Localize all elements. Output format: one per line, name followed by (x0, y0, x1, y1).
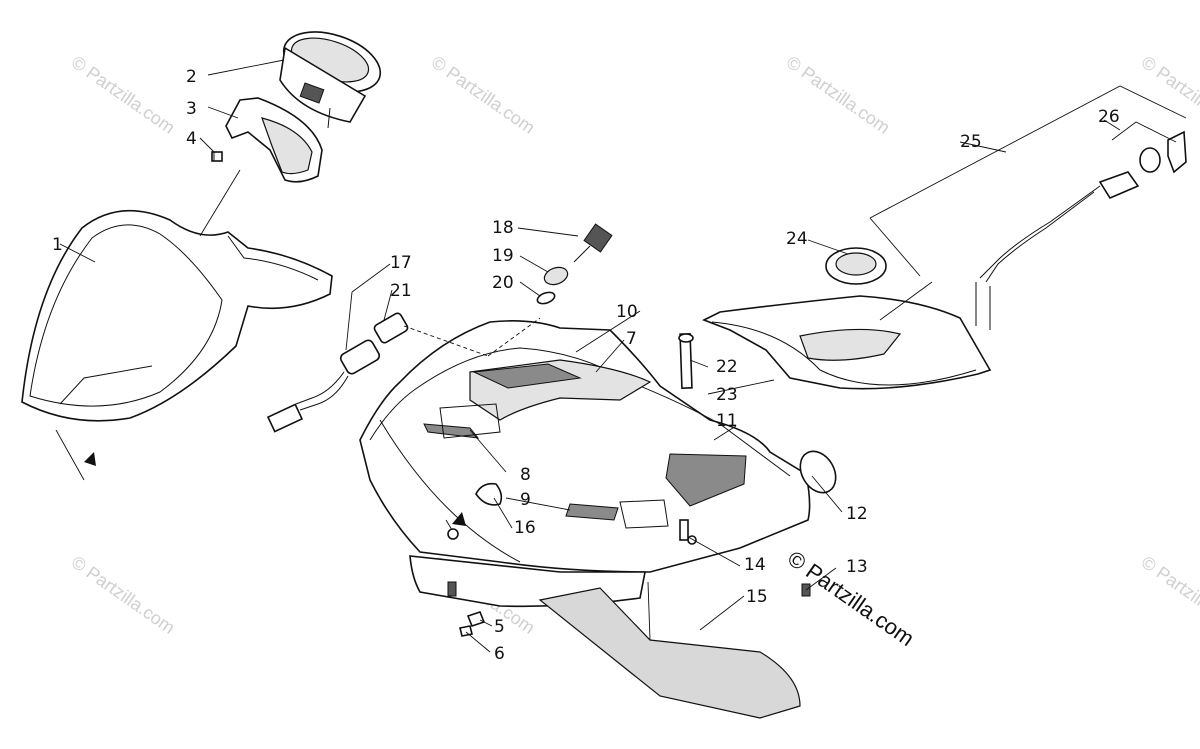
callout-12: 12 (846, 504, 868, 524)
callout-9: 9 (520, 490, 531, 510)
callout-10: 10 (616, 302, 638, 322)
callout-14: 14 (744, 555, 766, 575)
cable-kit-part (975, 130, 1187, 330)
callout-7: 7 (626, 329, 637, 349)
callout-11: 11 (716, 411, 738, 431)
direction-arrow-icon (84, 452, 96, 466)
callout-24: 24 (786, 229, 808, 249)
callout-8: 8 (520, 465, 531, 485)
leader-lines (55, 59, 1121, 653)
gauge-part (279, 31, 382, 129)
bracket-part (225, 97, 323, 183)
watermark-1: © Partzilla.com (68, 52, 179, 138)
cap-part-12 (799, 450, 837, 494)
callout-15: 15 (746, 587, 768, 607)
watermark-5: © Partzilla.com (68, 552, 179, 638)
callout-17: 17 (390, 253, 412, 273)
harness-part (266, 312, 409, 433)
callout-3: 3 (186, 99, 197, 119)
callout-13: 13 (846, 557, 868, 577)
callout-5: 5 (494, 617, 505, 637)
callout-2: 2 (186, 67, 197, 87)
mat-part (538, 587, 801, 719)
fasteners (447, 333, 811, 637)
dash-panel-part (359, 320, 811, 608)
side-cover-part (702, 295, 992, 390)
callout-26: 26 (1098, 107, 1120, 127)
grommet-part (825, 247, 887, 285)
callout-21: 21 (390, 281, 412, 301)
callout-1: 1 (52, 235, 63, 255)
callout-22: 22 (716, 357, 738, 377)
direction-arrow-icon (452, 512, 466, 526)
watermark-4: © Partzilla.com (1138, 52, 1200, 138)
callout-18: 18 (492, 218, 514, 238)
callout-4: 4 (186, 129, 197, 149)
callout-6: 6 (494, 644, 505, 664)
callout-16: 16 (514, 518, 536, 538)
key-parts (536, 223, 613, 305)
screw-part-4 (211, 151, 223, 162)
watermark-7: © Partzilla.com (1138, 552, 1200, 638)
callout-19: 19 (492, 246, 514, 266)
callout-labels: 1 2 3 4 5 6 7 8 9 10 11 12 13 14 15 16 1… (52, 67, 1120, 664)
watermark-2: © Partzilla.com (428, 52, 539, 138)
callout-23: 23 (716, 385, 738, 405)
kit-bracket (869, 85, 1187, 277)
watermark-3: © Partzilla.com (783, 52, 894, 138)
callout-20: 20 (492, 273, 514, 293)
hood-part (21, 209, 333, 422)
callout-25: 25 (960, 132, 982, 152)
